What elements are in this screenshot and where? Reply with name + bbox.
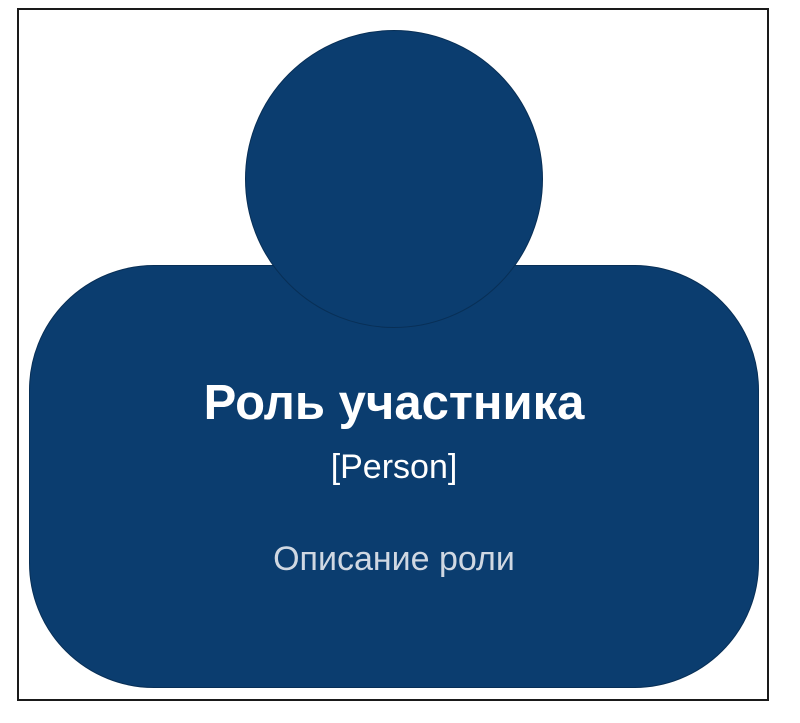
person-body-shape [29,265,759,688]
person-description-label: Описание роли [273,540,515,578]
person-type-label: [Person] [330,448,458,486]
person-head-shape [245,30,543,328]
person-name-label: Роль участника [203,376,585,430]
